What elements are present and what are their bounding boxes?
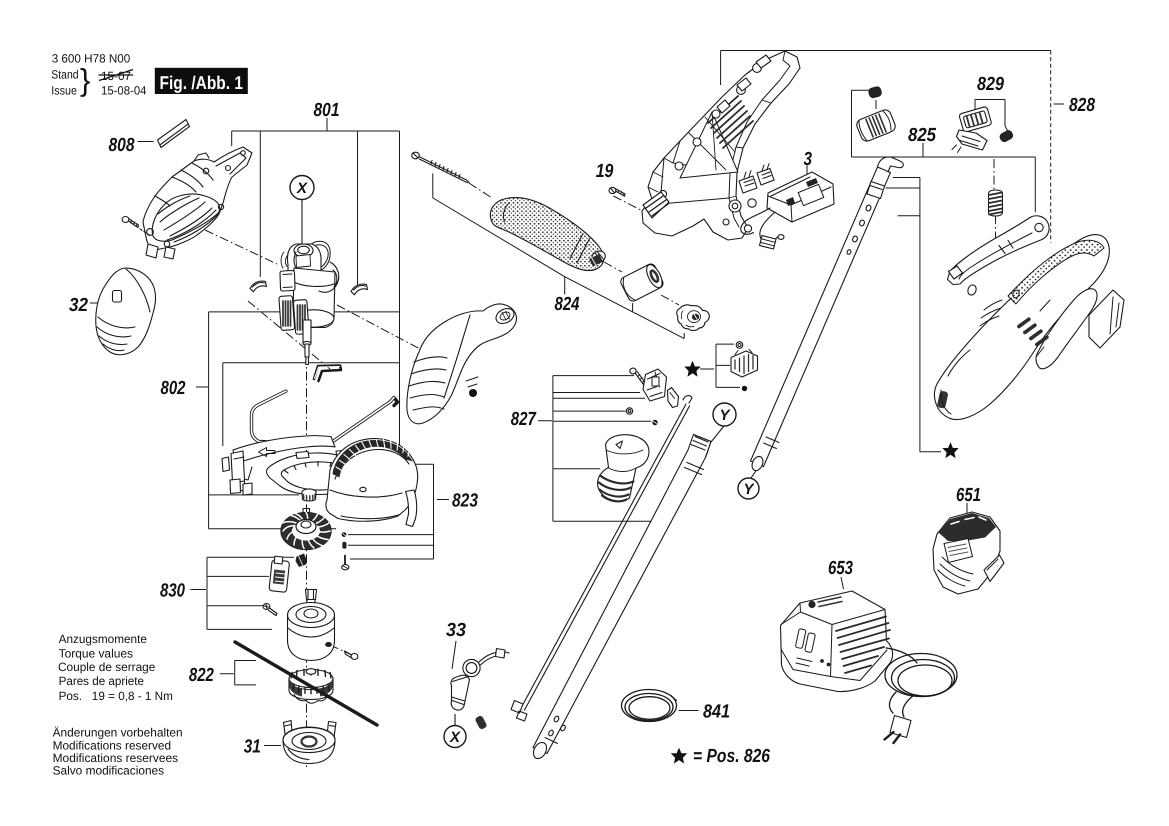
svg-text:Salvo modificaciones: Salvo modificaciones [53, 764, 165, 778]
svg-text:651: 651 [956, 485, 981, 506]
svg-text:823: 823 [452, 491, 478, 512]
svg-text:828: 828 [1069, 95, 1095, 116]
svg-text:32: 32 [69, 295, 88, 316]
svg-text:808: 808 [109, 135, 135, 156]
svg-text:Pares de apriete: Pares de apriete [59, 674, 145, 688]
svg-text:Couple de serrage: Couple de serrage [58, 660, 156, 674]
svg-text:Modifications reservees: Modifications reservees [53, 751, 179, 765]
svg-text:830: 830 [160, 581, 185, 602]
svg-text:653: 653 [828, 558, 853, 579]
svg-text:802: 802 [161, 378, 186, 399]
svg-text:825: 825 [908, 125, 936, 146]
svg-text:3 600 H78 N00: 3 600 H78 N00 [52, 52, 131, 66]
svg-text:Fig. /Abb. 1: Fig. /Abb. 1 [160, 72, 244, 93]
svg-text:X: X [449, 729, 461, 746]
svg-text:Änderungen vorbehalten: Änderungen vorbehalten [53, 726, 183, 740]
svg-text:827: 827 [511, 409, 537, 430]
svg-text:Stand: Stand [51, 67, 78, 81]
svg-text:801: 801 [314, 100, 340, 121]
svg-text:841: 841 [703, 702, 730, 723]
svg-text:}: } [80, 63, 90, 98]
svg-text:Y: Y [719, 407, 731, 424]
svg-text:822: 822 [189, 665, 214, 686]
svg-text:Modifications reserved: Modifications reserved [53, 738, 172, 752]
svg-text:19: 19 [596, 161, 614, 182]
svg-text:829: 829 [977, 74, 1004, 95]
svg-text:31: 31 [244, 737, 261, 758]
svg-text:Anzugsmomente: Anzugsmomente [59, 632, 148, 646]
svg-text:Y: Y [743, 481, 755, 498]
svg-text:Issue: Issue [51, 84, 77, 98]
svg-text:Pos. 19 = 0,8 - 1 Nm: Pos. 19 = 0,8 - 1 Nm [59, 689, 173, 703]
svg-text:= Pos. 826: = Pos. 826 [693, 746, 770, 767]
svg-text:X: X [296, 180, 308, 197]
svg-text:3: 3 [804, 149, 813, 170]
svg-text:15-08-04: 15-08-04 [101, 84, 147, 98]
svg-text:33: 33 [446, 620, 466, 641]
svg-text:824: 824 [555, 294, 580, 315]
svg-text:Torque values: Torque values [59, 647, 133, 661]
